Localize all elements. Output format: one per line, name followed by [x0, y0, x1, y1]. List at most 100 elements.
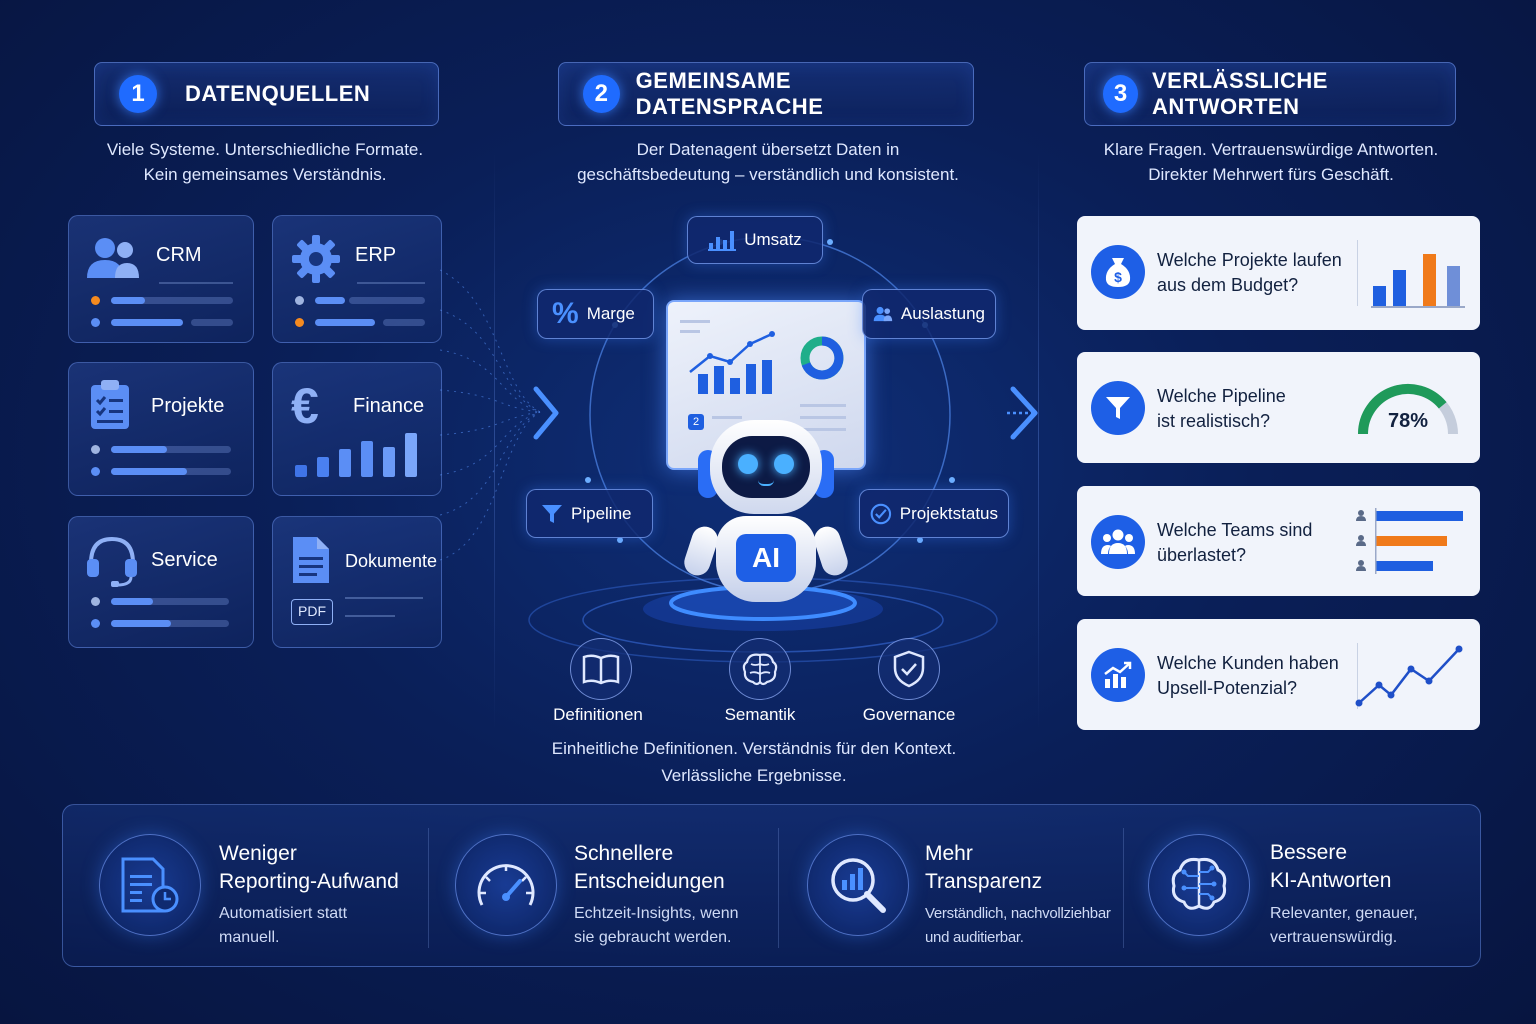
section-header-antworten: 3 VERLÄSSLICHE ANTWORTEN — [1084, 62, 1456, 126]
benefit-separator — [778, 828, 779, 948]
benefit-desc-line: manuell. — [219, 929, 280, 946]
source-card-service[interactable]: Service — [68, 516, 254, 648]
subtitle-line: Direkter Mehrwert fürs Geschäft. — [1148, 165, 1394, 184]
benefit-description: Automatisiert statt manuell. — [219, 902, 347, 950]
progress-track — [191, 319, 233, 326]
benefit-desc-line: Automatisiert statt — [219, 905, 348, 922]
users-icon — [87, 238, 139, 278]
answer-card-kunden[interactable]: Welche Kunden haben Upsell-Potenzial? — [1077, 619, 1480, 730]
benefit-title-line: Weniger — [219, 842, 297, 865]
benefit-desc-line: Echtzeit-Insights, wenn — [574, 905, 739, 922]
answer-question: Welche Teams sind überlastet? — [1157, 518, 1312, 568]
status-dot — [91, 296, 100, 305]
benefit-desc-line: Verständlich, nachvollziehbar — [925, 905, 1111, 922]
benefit-title-line: Mehr — [925, 842, 973, 865]
status-dot — [91, 318, 100, 327]
gauge-value: 78% — [1387, 410, 1429, 432]
progress-track — [383, 319, 425, 326]
progress-track — [111, 446, 231, 453]
benefit-desc-line: vertrauenswürdig. — [1270, 929, 1398, 946]
benefit-icon-ki — [1148, 834, 1250, 936]
benefit-title-line: Entscheidungen — [574, 870, 725, 893]
headset-icon — [87, 536, 137, 587]
status-dot — [295, 318, 304, 327]
pillar-governance — [878, 638, 940, 700]
gauge-fill — [1358, 383, 1447, 435]
screen-line — [800, 428, 846, 431]
benefit-title-line: Bessere — [1270, 841, 1348, 864]
column-divider — [494, 150, 495, 730]
progress-fill — [111, 446, 167, 453]
answer-card-teams[interactable]: Welche Teams sind überlastet? — [1077, 486, 1480, 596]
status-dot — [91, 619, 100, 628]
pillar-label: Definitionen — [553, 705, 643, 724]
benefit-description: Echtzeit-Insights, wenn sie gebraucht we… — [574, 902, 739, 950]
bar-chart-icon — [1371, 254, 1465, 308]
benefit-icon-reporting — [99, 834, 201, 936]
benefit-desc-line: Relevanter, genauer, — [1270, 905, 1418, 922]
source-card-dokumente[interactable]: Dokumente PDF — [272, 516, 442, 648]
subtitle-line: geschäftsbedeutung – verständlich und ko… — [577, 165, 959, 184]
benefit-icon-entscheidungen — [455, 834, 557, 936]
source-label: Projekte — [151, 395, 225, 417]
line-chart-icon — [1355, 645, 1463, 707]
progress-track — [349, 297, 425, 304]
benefit-title-line: Transparenz — [925, 870, 1043, 893]
chip-label: Umsatz — [744, 230, 802, 249]
shield-check-icon — [893, 650, 925, 688]
source-label: ERP — [355, 244, 397, 266]
answer-question: Welche Pipeline ist realistisch? — [1157, 384, 1286, 434]
answer-card-pipeline[interactable]: Welche Pipeline ist realistisch? 78% — [1077, 352, 1480, 463]
brain-icon — [742, 653, 778, 686]
benefit-desc-line: sie gebraucht werden. — [574, 929, 732, 946]
benefit-separator — [1123, 828, 1124, 948]
section-title: GEMEINSAME DATENSPRACHE — [635, 68, 824, 119]
line-chart-icon — [680, 320, 775, 394]
donut-chart-icon — [800, 336, 844, 380]
benefit-title-line: Schnellere — [574, 842, 674, 865]
benefit-title: Bessere KI-Antworten — [1270, 839, 1391, 895]
progress-fill — [111, 319, 183, 326]
status-dot — [295, 296, 304, 305]
answer-card-budget[interactable]: $ Welche Projekte laufen aus dem Budget? — [1077, 216, 1480, 330]
center-caption: Einheitliche Definitionen. Verständnis f… — [520, 735, 988, 789]
section-subtitle-datensprache: Der Datenagent übersetzt Daten in geschä… — [540, 137, 996, 187]
progress-fill — [111, 468, 187, 475]
subtitle-line: Viele Systeme. Unterschiedliche Formate. — [106, 140, 424, 159]
screen-badge: 2 — [688, 414, 704, 430]
answer-question: Welche Projekte laufen aus dem Budget? — [1157, 248, 1342, 298]
gear-icon — [292, 235, 340, 283]
chip-umsatz[interactable]: Umsatz — [687, 216, 823, 264]
benefit-icon-transparenz — [807, 834, 909, 936]
chip-marge[interactable]: % Marge — [537, 289, 654, 339]
robot-eye — [774, 454, 794, 474]
section-header-datenquellen: 1 DATENQUELLEN — [94, 62, 439, 126]
chip-auslastung[interactable]: Auslastung — [862, 289, 996, 339]
chip-projektstatus[interactable]: Projektstatus — [859, 489, 1009, 538]
chip-pipeline[interactable]: Pipeline — [526, 489, 653, 538]
card-separator — [1357, 240, 1358, 306]
divider-line — [345, 615, 395, 617]
question-line: aus dem Budget? — [1157, 275, 1299, 295]
progress-fill — [111, 598, 153, 605]
column-divider — [1038, 150, 1039, 730]
source-card-finance[interactable]: € Finance — [272, 362, 442, 496]
chip-label: Projektstatus — [899, 503, 998, 523]
caption-line: Einheitliche Definitionen. Verständnis f… — [551, 739, 957, 758]
divider-line — [159, 282, 233, 284]
source-card-erp[interactable]: ERP — [272, 215, 442, 343]
progress-fill — [315, 297, 345, 304]
document-icon — [293, 537, 329, 583]
euro-icon: € — [291, 378, 319, 434]
percent-icon: % — [552, 297, 579, 330]
step-number-badge: 3 — [1103, 75, 1138, 113]
dashboard-screen: 2 — [666, 300, 866, 470]
robot-ai-badge: AI — [736, 534, 796, 582]
users-icon — [873, 306, 893, 322]
source-card-crm[interactable]: CRM — [68, 215, 254, 343]
source-card-projekte[interactable]: Projekte — [68, 362, 254, 496]
card-separator — [1357, 643, 1358, 709]
subtitle-line: Klare Fragen. Vertrauenswürdige Antworte… — [1103, 140, 1439, 159]
arrow-right-icon — [1007, 386, 1038, 440]
benefit-description: Verständlich, nachvollziehbar und auditi… — [925, 902, 1111, 950]
